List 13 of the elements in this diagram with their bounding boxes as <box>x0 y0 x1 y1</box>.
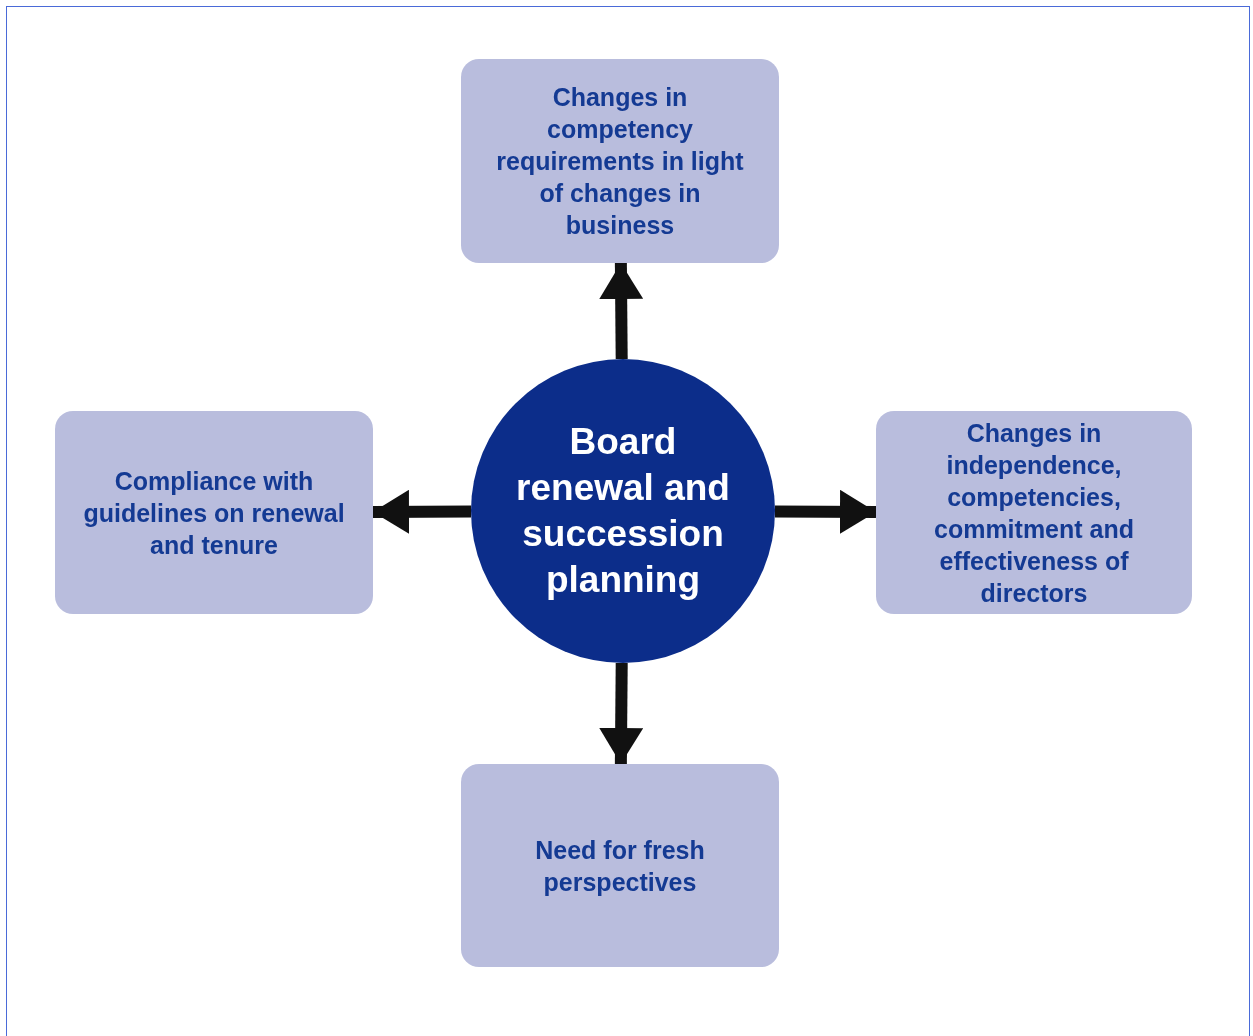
topic-box <box>461 764 779 967</box>
topic-box <box>461 59 779 263</box>
topic-box <box>876 411 1192 614</box>
arrow <box>599 662 644 765</box>
arrow <box>599 262 644 360</box>
node-text: Need for fresh perspectives <box>534 834 706 898</box>
node-text: Compliance with guidelines on renewal and tenure <box>82 465 346 561</box>
node-text: Changes in independence, competencies, commitment and effectiveness of directors <box>933 417 1135 609</box>
arrow <box>774 489 877 534</box>
node-text: Board renewal and succession planning <box>515 420 731 602</box>
topic-box <box>55 411 373 614</box>
arrow <box>372 489 472 534</box>
node-text: Changes in competency requirements in light of changes in business <box>495 82 745 241</box>
